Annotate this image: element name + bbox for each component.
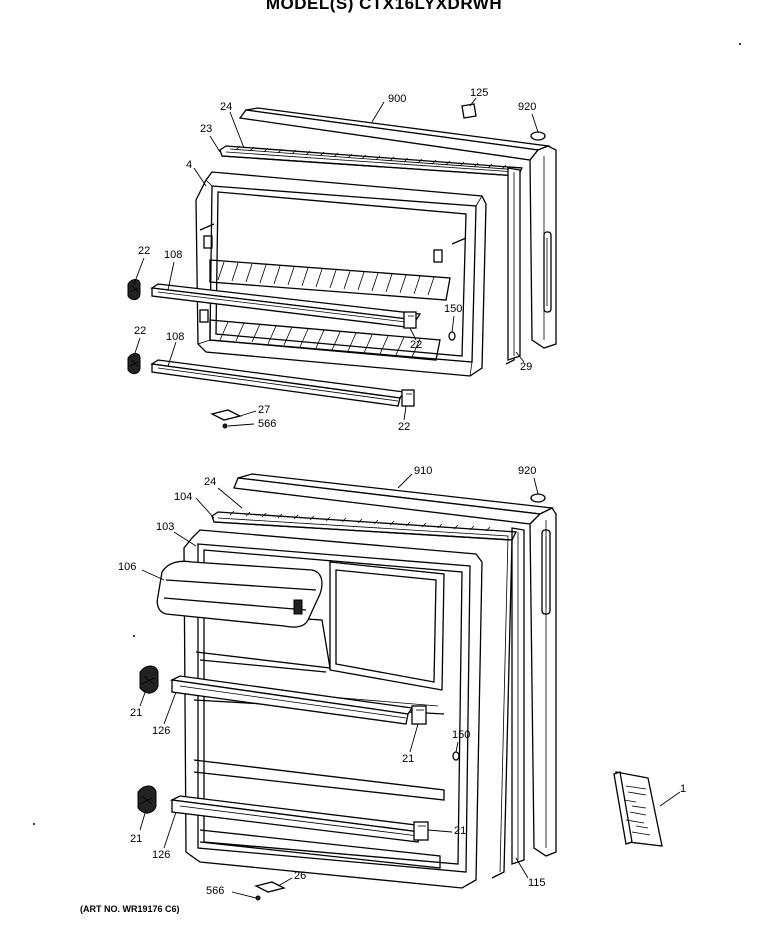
callout-103: 103	[156, 521, 175, 533]
callout-566-fresh: 566	[206, 885, 225, 897]
callout-4: 4	[186, 159, 193, 171]
callout-566-freezer: 566	[258, 418, 277, 430]
callout-22-b: 22	[134, 325, 147, 337]
callout-108-b: 108	[166, 331, 185, 343]
fresh-food-door-assembly	[137, 473, 663, 901]
callout-21-a: 21	[130, 707, 143, 719]
callout-22-d: 22	[398, 421, 411, 433]
callout-920-fresh: 920	[518, 465, 537, 477]
callout-21-b: 21	[402, 753, 415, 765]
callout-29: 29	[520, 361, 533, 373]
callout-24-freezer: 24	[220, 101, 233, 113]
callout-104: 104	[174, 491, 193, 503]
callout-21-d: 21	[454, 825, 467, 837]
callout-115: 115	[528, 877, 546, 889]
callout-22-a: 22	[138, 245, 151, 257]
callout-125: 125	[470, 87, 489, 99]
callout-21-c: 21	[130, 833, 143, 845]
owners-manual-booklet	[613, 771, 663, 847]
callout-23: 23	[200, 123, 213, 135]
callout-24-fresh: 24	[204, 476, 217, 488]
leader-lines	[133, 97, 681, 899]
callout-108-a: 108	[164, 249, 183, 261]
callout-150-fresh: 150	[452, 729, 471, 741]
callout-126-b: 126	[152, 849, 171, 861]
freezer-door-assembly	[127, 103, 557, 429]
callout-910: 910	[414, 465, 433, 477]
callout-920-freezer: 920	[518, 101, 537, 113]
page-title: MODEL(S) CTX16LYXDRWH	[265, 0, 503, 13]
callout-126-a: 126	[152, 725, 171, 737]
callout-1: 1	[680, 783, 687, 795]
callout-150-freezer: 150	[444, 303, 463, 315]
callout-22-c: 22	[410, 339, 423, 351]
callout-900: 900	[388, 93, 407, 105]
callout-106: 106	[118, 561, 137, 573]
callout-26: 26	[294, 870, 307, 882]
art-number: (ART NO. WR19176 C6)	[80, 904, 180, 914]
callout-27: 27	[258, 404, 271, 416]
